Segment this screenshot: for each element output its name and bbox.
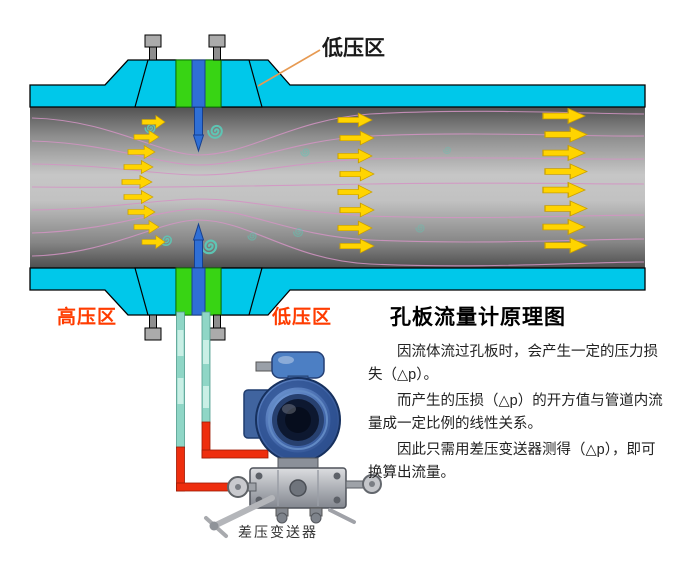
top-flange-assembly: [134, 34, 263, 108]
figure-title: 孔板流量计原理图: [390, 306, 566, 329]
low-pressure-leader-line: [257, 49, 321, 87]
explanation-text: 因流体流过孔板时，会产生一定的压力损失（△p）。 而产生的压损（△p）的开方值与…: [368, 341, 666, 488]
high-pressure-zone-label: 高压区: [57, 307, 118, 328]
dp-transmitter-illustration: [204, 351, 382, 538]
explanation-paragraph-1: 因流体流过孔板时，会产生一定的压力损失（△p）。: [368, 344, 658, 383]
explanation-paragraph-3: 因此只需用差压变送器测得（△p），即可换算出流量。: [368, 442, 656, 481]
explanation-paragraph-2: 而产生的压损（△p）的开方值与管道内流量成一定比例的线性关系。: [368, 393, 663, 432]
low-pressure-zone-top-label: 低压区: [322, 37, 385, 60]
transmitter-caption: 差压变送器: [238, 524, 318, 540]
bottom-flange-assembly: [134, 267, 263, 341]
pressure-tap-tubes: [176, 311, 269, 492]
low-pressure-zone-bottom-label: 低压区: [272, 307, 333, 328]
